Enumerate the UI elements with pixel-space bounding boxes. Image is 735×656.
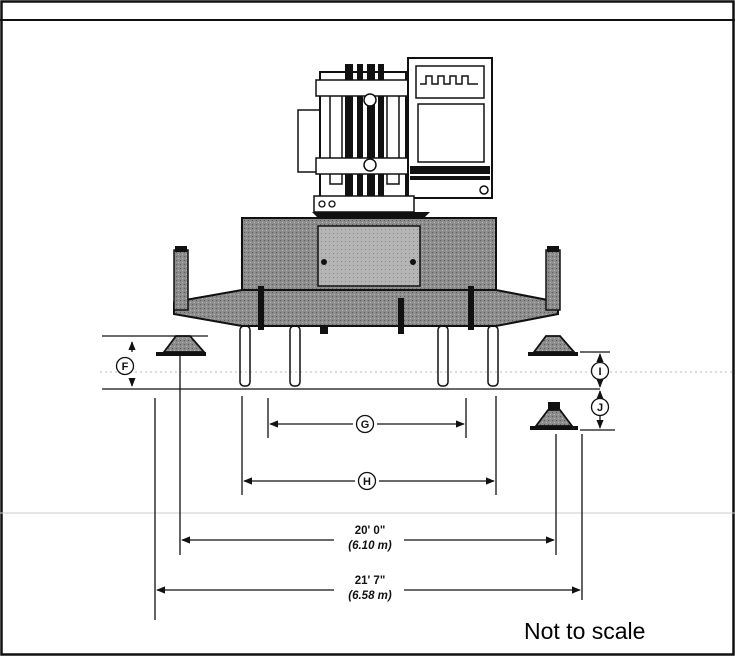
marker-g-label: G (361, 419, 370, 431)
outer-span-imperial: 21' 7" (355, 575, 386, 587)
crawler-tracks (239, 325, 499, 387)
marker-f (115, 356, 135, 376)
marker-f-label: F (122, 361, 129, 373)
marker-i (590, 361, 610, 381)
outer-span-metric: (6.58 m) (348, 590, 392, 602)
right-outrigger-pad (528, 335, 578, 356)
not-to-scale-note: Not to scale (524, 618, 646, 644)
marker-g (355, 414, 375, 434)
turntable-base (312, 195, 430, 218)
marker-j (590, 397, 610, 417)
marker-j-label: J (597, 402, 603, 414)
left-outrigger-pad (156, 335, 206, 356)
lowered-pad-detail (530, 402, 578, 430)
marker-h (357, 471, 377, 491)
outrigger-beam (173, 289, 559, 327)
carbody (241, 217, 497, 291)
inner-span-imperial: 20' 0" (355, 525, 386, 537)
right-outrigger-jack (545, 246, 561, 311)
marker-h-label: H (363, 476, 371, 488)
reference-lines (102, 335, 615, 620)
crane-boom-assembly (297, 64, 413, 214)
operator-cab (407, 57, 493, 199)
inner-span-metric: (6.10 m) (348, 540, 392, 552)
marker-i-label: I (598, 366, 601, 378)
left-outrigger-jack (173, 246, 189, 311)
